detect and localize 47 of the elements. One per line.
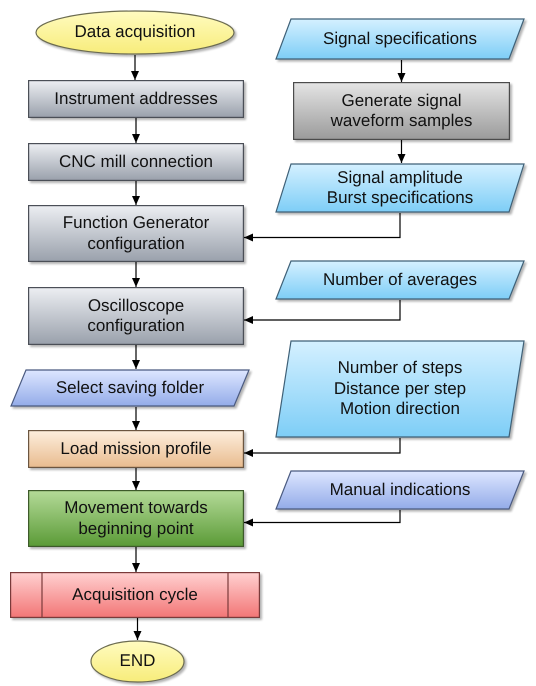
process-box	[28, 80, 244, 118]
process-box	[28, 430, 244, 468]
arrow	[398, 60, 406, 82]
process-box	[28, 490, 244, 547]
arrow	[131, 55, 139, 80]
arrow	[132, 181, 140, 205]
node-label: Load mission profile	[60, 438, 212, 460]
input-parallelogram	[275, 260, 525, 300]
input-parallelogram	[275, 18, 525, 60]
node-label: Manual indications	[330, 480, 470, 500]
arrow	[244, 438, 401, 457]
node-label: Oscilloscope configuration	[86, 296, 186, 336]
node-label: Generate signal waveform samples	[330, 90, 474, 132]
arrow	[132, 118, 140, 143]
arrow	[132, 468, 140, 490]
process-box	[28, 287, 244, 345]
terminator-ellipse	[35, 10, 235, 55]
input-parallelogram	[275, 340, 525, 438]
node-label: Select saving folder	[56, 378, 204, 398]
input-parallelogram	[10, 369, 250, 407]
arrow	[244, 300, 401, 324]
node-label: Function Generator configuration	[62, 213, 210, 254]
input-parallelogram	[275, 470, 525, 510]
predefined-process-box	[10, 572, 260, 618]
arrow	[134, 618, 142, 640]
arrow	[398, 140, 406, 163]
node-label: Number of steps Distance per step Motion direction	[332, 358, 468, 420]
process-box	[28, 205, 244, 262]
node-label: Acquisition cycle	[72, 584, 198, 606]
process-box	[293, 82, 510, 140]
node-label: CNC mill connection	[59, 152, 213, 172]
node-label: Data acquisition	[74, 22, 196, 43]
arrow	[244, 510, 401, 526]
arrow	[132, 262, 140, 287]
arrow	[132, 547, 140, 572]
node-label: Instrument addresses	[54, 88, 218, 110]
terminator-ellipse	[90, 640, 185, 683]
arrow	[132, 345, 140, 369]
node-label: Signal amplitude Burst specifications	[326, 168, 474, 208]
node-label: END	[120, 651, 156, 672]
node-label: Signal specifications	[322, 28, 478, 50]
node-label: Number of averages	[322, 270, 478, 290]
node-label: Movement towards beginning point	[63, 498, 209, 539]
arrow	[132, 407, 140, 430]
arrow	[244, 213, 401, 242]
input-parallelogram	[275, 163, 525, 213]
process-box	[28, 143, 244, 181]
